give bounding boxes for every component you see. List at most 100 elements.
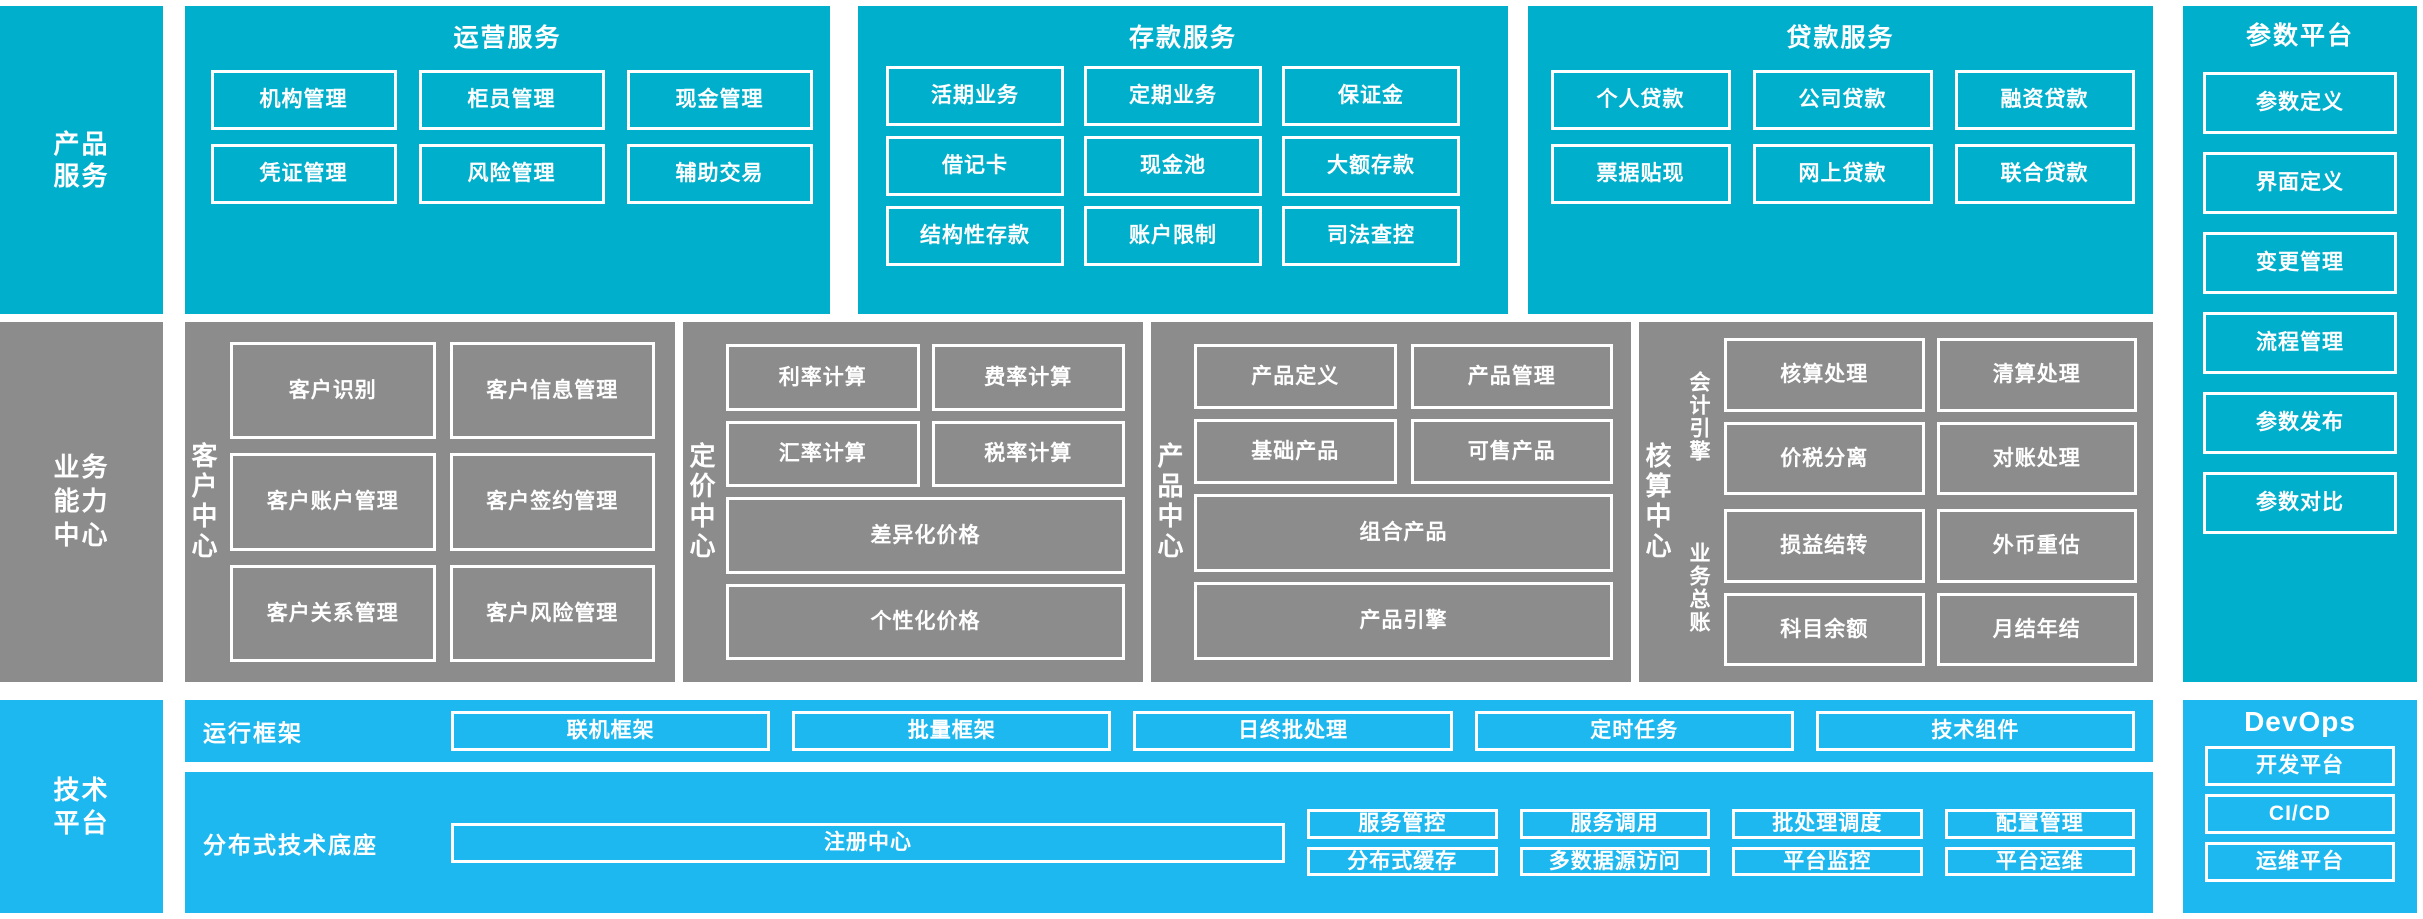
band-label-technical-platform: 技术 平台: [0, 700, 163, 913]
parameter-box[interactable]: 流程管理: [2203, 312, 2397, 374]
capability-box[interactable]: 差异化价格: [726, 497, 1125, 574]
platform-box[interactable]: 多数据源访问: [1519, 846, 1710, 876]
capability-box[interactable]: 税率计算: [931, 420, 1125, 488]
capability-box[interactable]: 基础产品: [1194, 419, 1397, 484]
capability-box[interactable]: 费率计算: [931, 344, 1125, 411]
platform-box[interactable]: 批处理调度: [1732, 809, 1923, 839]
capability-box[interactable]: 客户信息管理: [449, 342, 655, 440]
technical-platform-label-line2: 平台: [53, 807, 110, 838]
base-column: 服务调用 多数据源访问: [1519, 809, 1710, 876]
platform-box[interactable]: 平台运维: [1944, 846, 2135, 876]
devops-box[interactable]: CI/CD: [2205, 794, 2395, 834]
service-box[interactable]: 网上贷款: [1752, 144, 1933, 204]
parameter-box[interactable]: 参数定义: [2203, 72, 2397, 134]
column-parameter-platform: 参数平台 参数定义 界面定义 变更管理 流程管理 参数发布 参数对比: [2183, 6, 2417, 682]
capability-box[interactable]: 可售产品: [1410, 419, 1613, 484]
capability-box[interactable]: 科目余额: [1724, 592, 1925, 666]
service-box[interactable]: 辅助交易: [626, 144, 813, 204]
capability-box[interactable]: 月结年结: [1936, 592, 2137, 666]
platform-box[interactable]: 服务管控: [1307, 809, 1498, 839]
platform-box[interactable]: 服务调用: [1519, 809, 1710, 839]
capability-box[interactable]: 客户风险管理: [449, 564, 655, 662]
service-box[interactable]: 定期业务: [1084, 66, 1262, 126]
deposit-services-grid: 活期业务 定期业务 保证金 借记卡 现金池 大额存款 结构性存款 账户限制 司法…: [886, 66, 1480, 266]
distributed-base-columns: 服务管控 分布式缓存 服务调用 多数据源访问 批处理调度 平台监控 配置管理 平…: [1307, 809, 2135, 876]
service-box[interactable]: 结构性存款: [886, 206, 1064, 266]
capability-box[interactable]: 客户账户管理: [230, 453, 436, 551]
service-box[interactable]: 联合贷款: [1954, 144, 2135, 204]
service-box[interactable]: 保证金: [1282, 66, 1460, 126]
service-box[interactable]: 风险管理: [418, 144, 605, 204]
business-capability-label-line2: 能力: [53, 486, 110, 517]
product-services-label-line1: 产品: [53, 128, 110, 159]
platform-box[interactable]: 定时任务: [1474, 711, 1794, 751]
center-product: 产品中心 产品定义 产品管理 基础产品 可售产品 组合产品 产品引擎: [1151, 322, 1631, 682]
panel-operation-services: 运营服务 机构管理 柜员管理 现金管理 凭证管理 风险管理 辅助交易: [185, 6, 830, 314]
capability-box[interactable]: 客户关系管理: [230, 564, 436, 662]
capability-box[interactable]: 核算处理: [1724, 338, 1925, 412]
capability-box[interactable]: 利率计算: [726, 344, 920, 411]
service-box[interactable]: 现金池: [1084, 136, 1262, 196]
platform-box[interactable]: 联机框架: [451, 711, 771, 751]
accounting-group-label-engine: 会计引擎: [1687, 370, 1710, 463]
parameter-box[interactable]: 界面定义: [2203, 152, 2397, 214]
parameter-box[interactable]: 参数发布: [2203, 392, 2397, 454]
center-label-accounting: 核算中心: [1642, 442, 1672, 562]
row-label-runtime-framework: 运行框架: [203, 720, 303, 746]
parameter-box[interactable]: 参数对比: [2203, 472, 2397, 534]
service-box[interactable]: 个人贷款: [1550, 70, 1731, 130]
service-box[interactable]: 大额存款: [1282, 136, 1460, 196]
platform-box[interactable]: 分布式缓存: [1307, 846, 1498, 876]
panel-deposit-services: 存款服务 活期业务 定期业务 保证金 借记卡 现金池 大额存款 结构性存款 账户…: [858, 6, 1508, 314]
platform-box[interactable]: 日终批处理: [1133, 711, 1453, 751]
platform-box[interactable]: 配置管理: [1944, 809, 2135, 839]
capability-box[interactable]: 损益结转: [1724, 509, 1925, 583]
capability-box[interactable]: 对账处理: [1936, 421, 2137, 495]
capability-box[interactable]: 个性化价格: [726, 583, 1125, 660]
platform-box[interactable]: 技术组件: [1815, 711, 2136, 751]
devops-box[interactable]: 开发平台: [2205, 746, 2395, 786]
base-column: 批处理调度 平台监控: [1732, 809, 1923, 876]
service-box[interactable]: 账户限制: [1084, 206, 1262, 266]
accounting-group-ledger: 业务总账 损益结转 外币重估 科目余额 月结年结: [1680, 509, 2137, 666]
registry-center-box[interactable]: 注册中心: [451, 822, 1285, 863]
capability-box[interactable]: 汇率计算: [726, 420, 920, 488]
service-box[interactable]: 借记卡: [886, 136, 1064, 196]
service-box[interactable]: 活期业务: [886, 66, 1064, 126]
service-box[interactable]: 公司贷款: [1752, 70, 1933, 130]
service-box[interactable]: 柜员管理: [418, 70, 605, 130]
service-box[interactable]: 现金管理: [626, 70, 813, 130]
band-label-product-services: 产品 服务: [0, 6, 163, 314]
service-box[interactable]: 融资贷款: [1954, 70, 2135, 130]
center-label-product: 产品中心: [1154, 442, 1184, 562]
parameter-box[interactable]: 变更管理: [2203, 232, 2397, 294]
service-box[interactable]: 票据贴现: [1550, 144, 1731, 204]
capability-box[interactable]: 外币重估: [1936, 509, 2137, 583]
platform-box[interactable]: 批量框架: [792, 711, 1112, 751]
distributed-base-cells: 注册中心 服务管控 分布式缓存 服务调用 多数据源访问 批处理调度 平台监控: [451, 772, 2135, 913]
service-box[interactable]: 司法查控: [1282, 206, 1460, 266]
business-capability-label-line3: 中心: [53, 519, 110, 550]
capability-box[interactable]: 客户识别: [230, 342, 436, 440]
capability-box[interactable]: 产品定义: [1194, 344, 1397, 409]
business-capability-label-line1: 业务: [53, 452, 110, 483]
capability-box[interactable]: 清算处理: [1936, 338, 2137, 412]
operation-services-grid: 机构管理 柜员管理 现金管理 凭证管理 风险管理 辅助交易: [210, 70, 813, 204]
capability-box[interactable]: 客户签约管理: [449, 453, 655, 551]
capability-box[interactable]: 产品引擎: [1194, 582, 1613, 660]
accounting-group-engine: 会计引擎 核算处理 清算处理 价税分离 对账处理: [1680, 338, 2137, 495]
devops-box[interactable]: 运维平台: [2205, 842, 2395, 882]
capability-box[interactable]: 组合产品: [1194, 494, 1613, 572]
product-center-grid: 产品定义 产品管理 基础产品 可售产品 组合产品 产品引擎: [1188, 322, 1631, 682]
column-devops: DevOps 开发平台 CI/CD 运维平台: [2183, 700, 2417, 913]
center-pricing: 定价中心 利率计算 费率计算 汇率计算 税率计算 差异化价格 个性化价格: [683, 322, 1143, 682]
capability-box[interactable]: 产品管理: [1410, 344, 1613, 409]
service-box[interactable]: 凭证管理: [210, 144, 397, 204]
capability-box[interactable]: 价税分离: [1724, 421, 1925, 495]
platform-box[interactable]: 平台监控: [1732, 846, 1923, 876]
parameter-platform-list: 参数定义 界面定义 变更管理 流程管理 参数发布 参数对比: [2183, 52, 2417, 554]
technical-platform-label-line1: 技术: [53, 775, 110, 805]
service-box[interactable]: 机构管理: [210, 70, 397, 130]
accounting-center-body: 会计引擎 核算处理 清算处理 价税分离 对账处理 业务总账 损益结转 外币重估 …: [1676, 322, 2153, 682]
